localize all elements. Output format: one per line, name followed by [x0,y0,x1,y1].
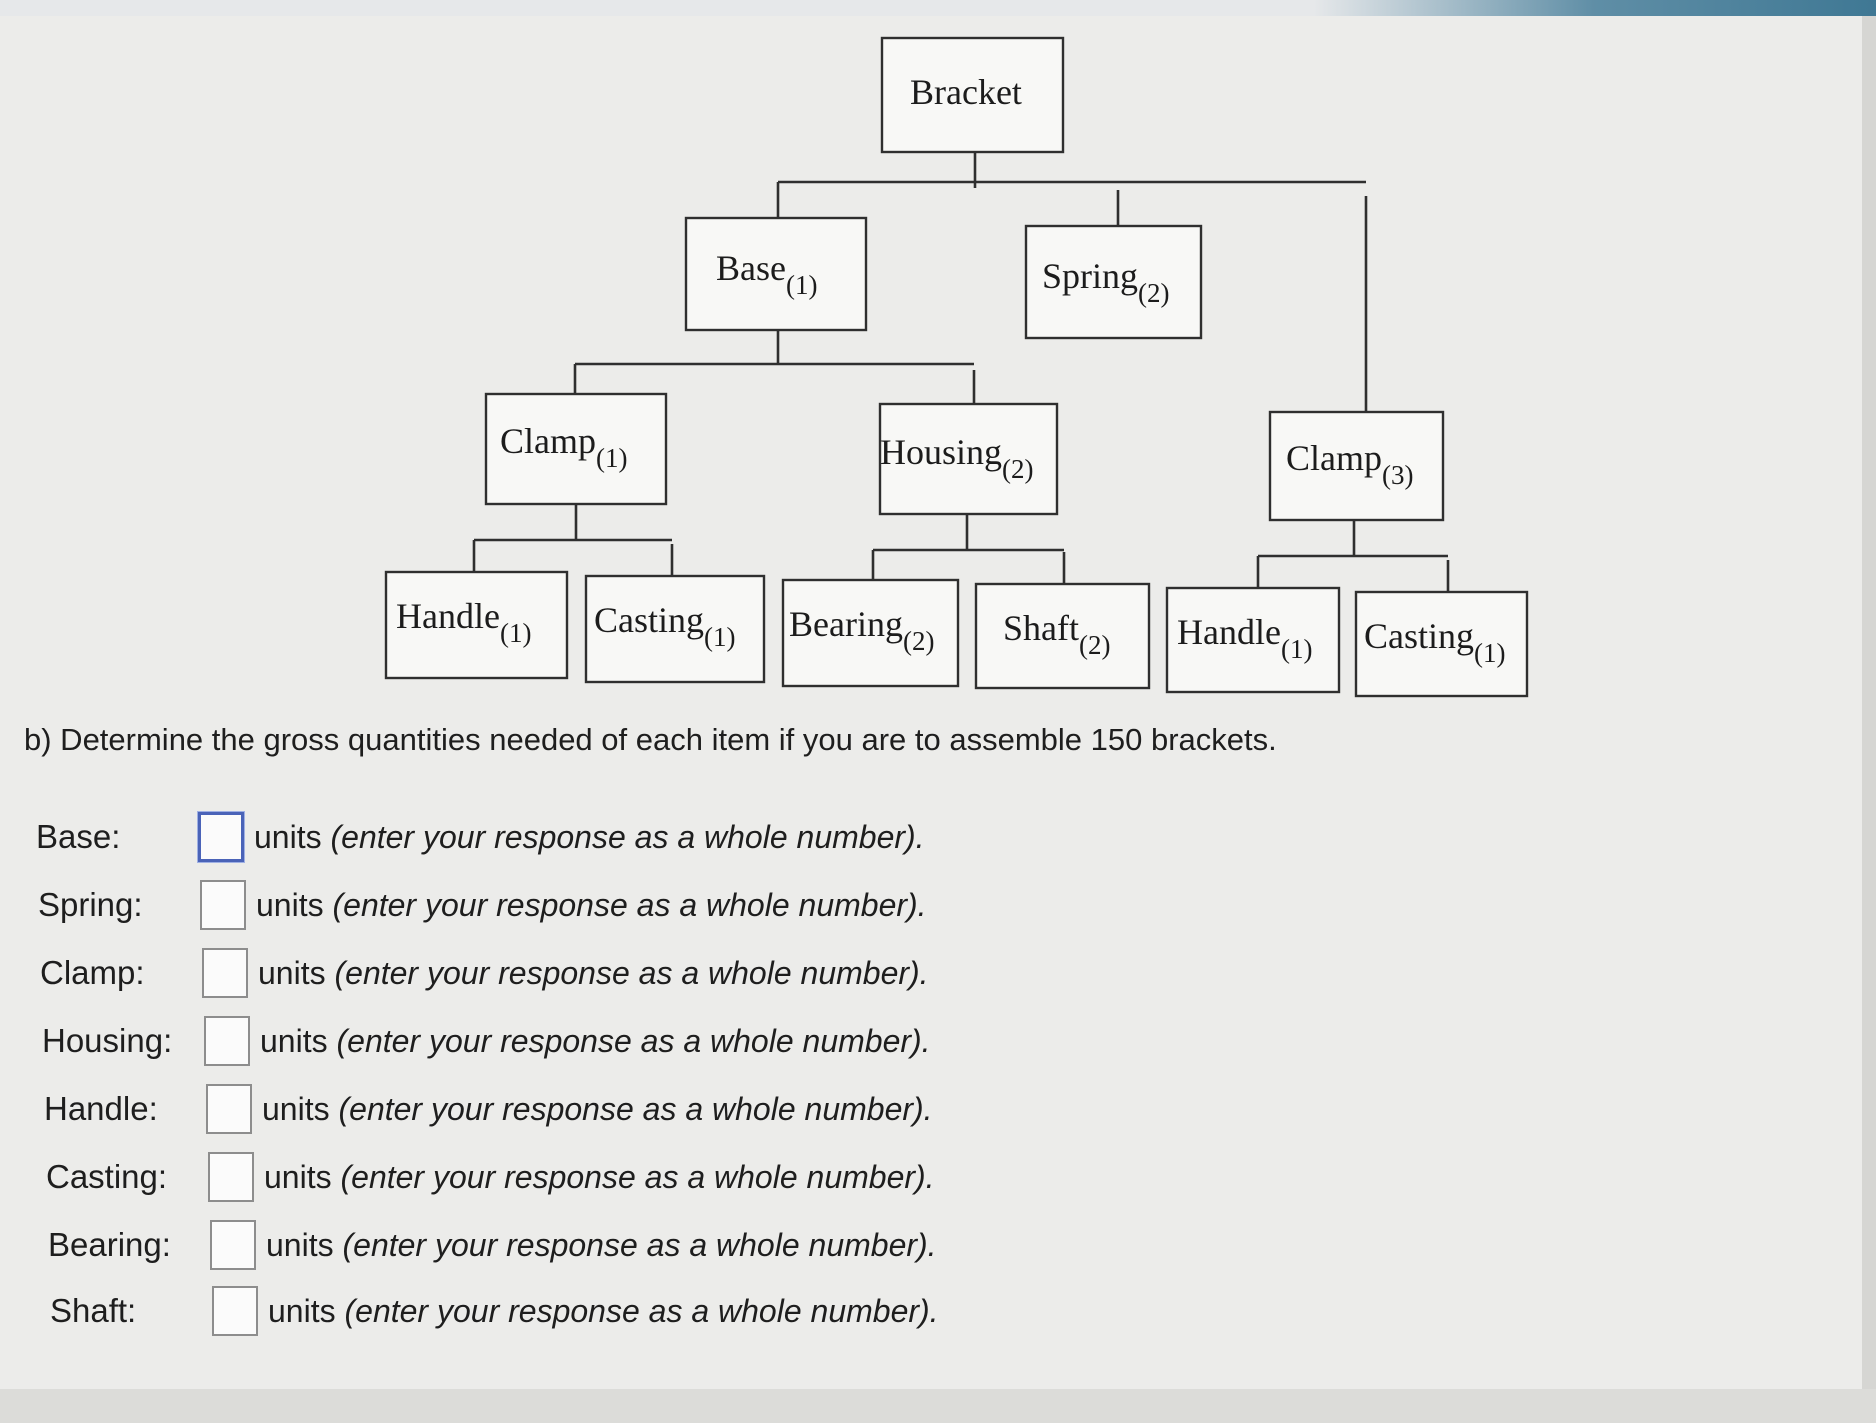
unit-note: (enter your response as a whole number). [330,818,925,855]
answer-row-clamp: Clamp: units (enter your response as a w… [40,946,929,1000]
node-label: Spring [1042,256,1138,296]
node-quantity: (1) [1474,638,1505,668]
svg-text:Bearing(2): Bearing(2) [789,604,934,656]
casting-answer-input[interactable] [208,1152,254,1202]
row-label: Spring: [38,886,143,923]
question-text: b) Determine the gross quantities needed… [24,722,1277,757]
node-quantity: (1) [596,443,627,473]
node-bearing: Bearing(2) [781,578,960,688]
row-label: Base: [36,818,121,855]
node-label: Bearing [789,604,903,644]
node-label: Clamp [500,421,596,461]
unit-note: (enter your response as a whole number). [344,1292,939,1329]
node-label: Casting [1364,616,1474,656]
svg-text:Spring(2): Spring(2) [1042,256,1170,308]
housing-answer-input[interactable] [204,1016,250,1066]
row-label: Handle: [44,1090,158,1127]
product-structure-tree: Bracket Base(1) Spring(2) Clamp(3) Clamp… [384,36,1529,698]
unit-label: units [266,1226,334,1263]
answer-row-handle: Handle: units (enter your response as a … [44,1082,933,1136]
page-right-edge [1862,16,1876,1423]
node-quantity: (1) [786,270,817,300]
node-shaft: Shaft(2) [974,582,1151,690]
svg-text:Handle(1): Handle(1) [1177,612,1312,664]
answer-row-spring: Spring: units (enter your response as a … [38,878,927,932]
bearing-answer-input[interactable] [210,1220,256,1270]
node-bracket: Bracket [880,36,1065,154]
row-label: Clamp: [40,954,145,991]
unit-note: (enter your response as a whole number). [336,1022,931,1059]
node-casting-1: Casting(1) [584,574,766,684]
node-label: Housing [880,432,1002,472]
node-quantity: (1) [704,622,735,652]
row-label: Shaft: [50,1292,137,1329]
node-label: Base [716,248,786,288]
node-label: Clamp [1286,438,1382,478]
node-clamp-3: Clamp(3) [1268,410,1445,522]
svg-text:Clamp(3): Clamp(3) [1286,438,1413,490]
node-clamp-1: Clamp(1) [484,392,668,506]
svg-text:Base(1): Base(1) [716,248,817,300]
node-handle-1: Handle(1) [384,570,569,680]
node-casting-3: Casting(1) [1354,590,1529,698]
svg-text:Handle(1): Handle(1) [396,596,531,648]
shaft-answer-input[interactable] [212,1286,258,1336]
node-quantity: (2) [1138,278,1169,308]
node-quantity: (2) [903,626,934,656]
svg-text:Shaft(2): Shaft(2) [1003,608,1110,660]
spring-answer-input[interactable] [200,880,246,930]
svg-text:Housing(2): Housing(2) [880,432,1034,484]
answer-row-base: Base: units (enter your response as a wh… [36,810,925,864]
unit-note: (enter your response as a whole number). [334,954,929,991]
svg-text:Casting(1): Casting(1) [1364,616,1506,668]
node-housing: Housing(2) [878,402,1059,516]
unit-label: units [262,1090,330,1127]
node-quantity: (2) [1002,454,1033,484]
row-label: Casting: [46,1158,168,1195]
node-label: Handle [396,596,500,636]
node-spring: Spring(2) [1024,224,1203,340]
unit-label: units [264,1158,332,1195]
unit-label: units [256,886,324,923]
svg-text:Casting(1): Casting(1) [594,600,736,652]
answer-row-shaft: Shaft: units (enter your response as a w… [50,1284,939,1338]
unit-label: units [258,954,326,991]
unit-note: (enter your response as a whole number). [342,1226,937,1263]
node-label: Handle [1177,612,1281,652]
unit-note: (enter your response as a whole number). [338,1090,933,1127]
handle-answer-input[interactable] [206,1084,252,1134]
answer-row-bearing: Bearing: units (enter your response as a… [48,1218,937,1272]
node-quantity: (3) [1382,460,1413,490]
node-quantity: (2) [1079,630,1110,660]
node-quantity: (1) [1281,634,1312,664]
unit-note: (enter your response as a whole number). [332,886,927,923]
answer-row-housing: Housing: units (enter your response as a… [42,1014,931,1068]
node-label: Casting [594,600,704,640]
svg-text:Clamp(1): Clamp(1) [500,421,627,473]
node-label: Bracket [910,72,1022,112]
node-base: Base(1) [684,216,868,332]
unit-label: units [268,1292,336,1329]
window-top-bar [0,0,1876,16]
unit-note: (enter your response as a whole number). [340,1158,935,1195]
base-answer-input[interactable] [198,812,244,862]
node-label: Shaft [1003,608,1079,648]
page-bottom-edge [0,1389,1876,1423]
clamp-answer-input[interactable] [202,948,248,998]
tree-connectors [472,152,1450,592]
row-label: Bearing: [48,1226,171,1263]
unit-label: units [254,818,322,855]
node-quantity: (1) [500,618,531,648]
row-label: Housing: [42,1022,173,1059]
answer-row-casting: Casting: units (enter your response as a… [46,1150,935,1204]
unit-label: units [260,1022,328,1059]
node-handle-3: Handle(1) [1165,586,1341,694]
